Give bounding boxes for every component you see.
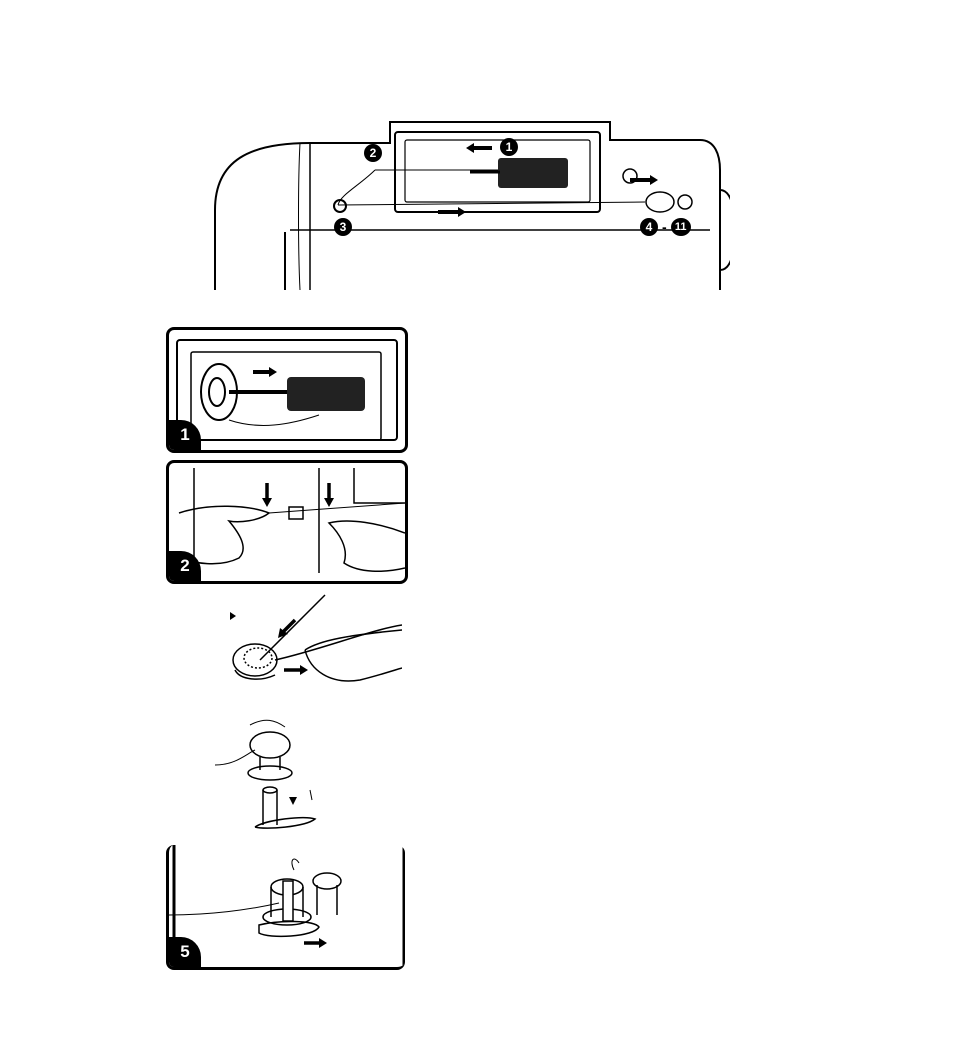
machine-overview-drawing	[210, 110, 730, 296]
callout-range: 4 - 11	[640, 218, 691, 236]
callout-range-start: 4	[640, 218, 658, 236]
step-3-drawing	[200, 590, 402, 708]
step-1-drawing	[169, 330, 405, 450]
step-5-drawing	[169, 845, 405, 967]
step-1-panel: 1	[166, 327, 408, 453]
step-2-panel: 2	[166, 460, 408, 584]
step-3-illustration	[200, 590, 402, 708]
callout-guide: 2	[364, 144, 382, 162]
callout-tension: 3	[334, 218, 352, 236]
callout-range-end: 11	[671, 218, 691, 236]
step-4-drawing	[205, 715, 402, 835]
step-4-illustration	[205, 715, 402, 835]
machine-overview: 1 2 3 4 - 11	[210, 110, 730, 296]
callout-range-separator: -	[662, 219, 667, 235]
step-5-panel: 5	[166, 845, 405, 970]
step-2-drawing	[169, 463, 405, 581]
callout-spool: 1	[500, 138, 518, 156]
